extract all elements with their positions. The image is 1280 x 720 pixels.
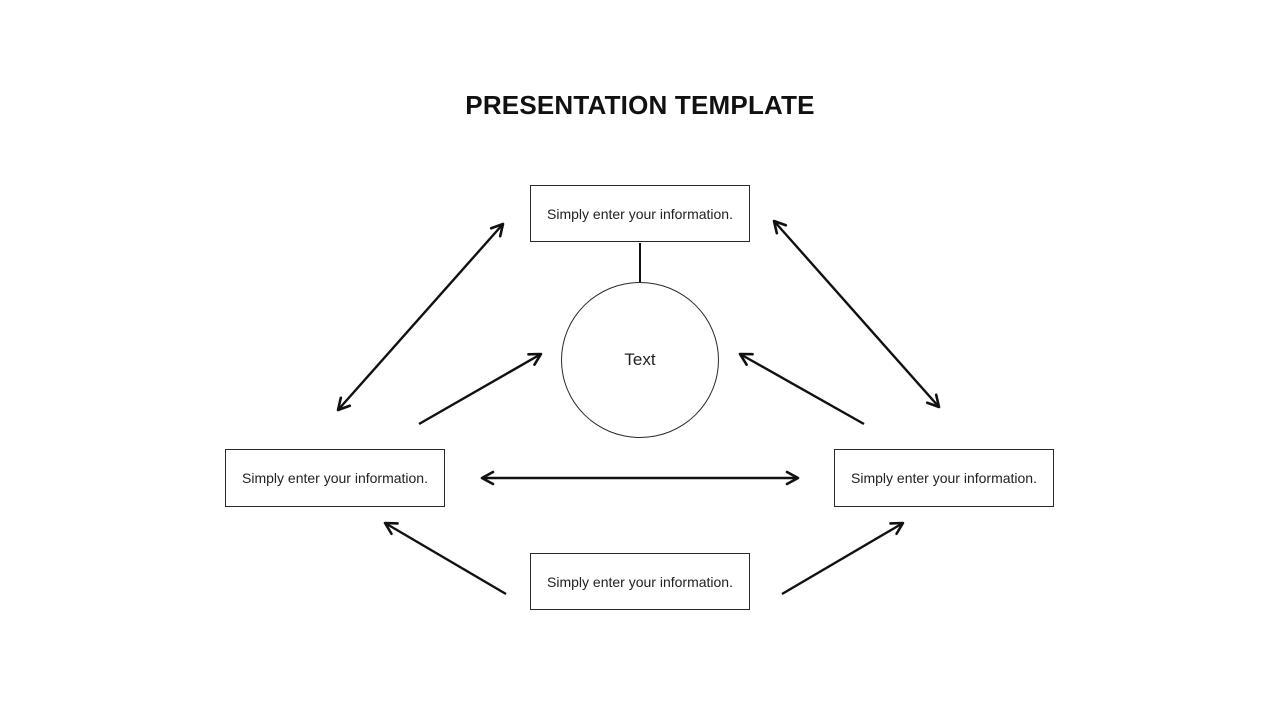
info-box-top-label: Simply enter your information.: [547, 205, 733, 222]
info-box-bottom: Simply enter your information.: [530, 553, 750, 610]
arrow-bottom-to-left-box: [383, 521, 507, 596]
double-arrow-upper-right: [772, 219, 941, 409]
arrow-right-to-circle: [738, 352, 865, 426]
info-box-left-label: Simply enter your information.: [242, 470, 428, 486]
arrow-left-to-circle: [418, 352, 543, 426]
info-box-top: Simply enter your information.: [530, 185, 750, 242]
info-box-left: Simply enter your information.: [225, 449, 445, 507]
double-arrow-upper-left: [336, 222, 505, 412]
center-circle: Text: [561, 282, 719, 438]
info-box-right-label: Simply enter your information.: [851, 470, 1037, 486]
info-box-bottom-label: Simply enter your information.: [547, 573, 733, 590]
center-circle-label: Text: [624, 350, 656, 369]
slide-title: PRESENTATION TEMPLATE: [465, 90, 815, 120]
arrow-bottom-to-right-box: [781, 521, 905, 596]
info-box-right: Simply enter your information.: [834, 449, 1054, 507]
